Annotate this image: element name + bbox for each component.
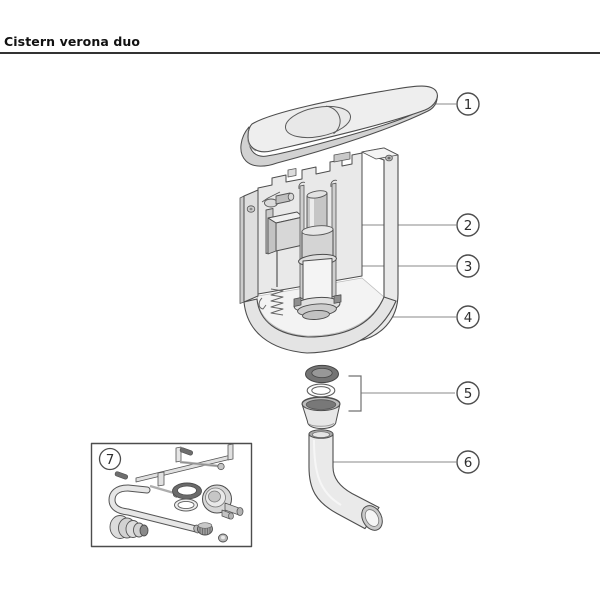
tank-left-wall-outer	[240, 196, 244, 304]
lid-left-edge-line	[247, 131, 256, 151]
flush-pipe-outlet	[358, 502, 387, 534]
bellows-ring-5	[140, 525, 148, 536]
o-ring-light-hole	[312, 387, 330, 395]
flush-valve-seat	[302, 310, 330, 321]
bellows-cone	[110, 516, 148, 539]
cone-seal-bottom-shade	[309, 423, 334, 426]
knurled-cap	[198, 523, 213, 535]
callout-number-5: 5	[464, 386, 473, 402]
supply-tube-body	[112, 488, 196, 529]
float-cup-side	[268, 218, 276, 254]
seal-ring-dark-hole	[312, 368, 332, 377]
flush-button-crescent	[326, 104, 342, 134]
callout-circle-4	[457, 306, 479, 328]
callout-number-7: 7	[106, 452, 115, 468]
wall-plug-left	[115, 471, 129, 480]
flush-valve	[294, 180, 341, 320]
wall-flange-port-1-cap	[237, 508, 243, 516]
knurled-cap-ribs	[200, 523, 210, 534]
callout-number-2: 2	[464, 218, 473, 234]
callout-circle-1	[457, 93, 479, 115]
cone-seal-inner	[306, 400, 336, 410]
rail-hook-left	[158, 472, 164, 486]
fitting-kit-box: 7	[92, 444, 252, 547]
callout-number-1: 1	[464, 97, 473, 113]
wall-flange-port-2-cap	[229, 513, 234, 519]
callout-circle-6	[457, 451, 479, 473]
kit-o-ring-dark-hole	[178, 486, 197, 495]
seal-kit	[302, 365, 361, 428]
kit-o-ring-light-hole	[178, 501, 194, 508]
fill-valve-arm	[276, 193, 290, 204]
wall-flange-hub	[209, 491, 221, 502]
wall-plug-right	[180, 447, 194, 456]
flush-valve-rail-right-hook	[331, 180, 337, 187]
callouts: 1 2 3 4 5 6	[457, 93, 479, 473]
flush-pipe-body	[309, 434, 379, 529]
lid-skirt	[241, 92, 437, 166]
flush-pipe-highlight	[314, 440, 341, 505]
flush-button	[283, 101, 353, 142]
float-cup-front	[276, 217, 303, 251]
screw-right-head	[218, 463, 224, 469]
rail-hook-right	[228, 444, 233, 460]
flush-valve-clip-left	[294, 298, 301, 307]
callout-circle-3	[457, 255, 479, 277]
overflow-tube-rim	[307, 189, 328, 199]
tank-front-band	[244, 297, 396, 353]
flush-pipe-top-hole	[312, 432, 329, 438]
tank-left-boss-hole	[249, 207, 253, 211]
screw-right-outline	[180, 462, 218, 466]
flush-pipe-outlet-hole	[362, 507, 381, 529]
callout-circle-7	[100, 449, 121, 470]
flush-pipe	[309, 430, 386, 534]
callout-number-6: 6	[464, 455, 473, 471]
fill-valve-lever	[262, 192, 280, 202]
flush-valve-clip-right	[334, 295, 341, 304]
fill-valve-arm-cap	[288, 193, 294, 200]
title-divider	[0, 52, 600, 54]
tank-top-tab-1	[288, 169, 296, 178]
fill-valve-hook	[259, 298, 266, 309]
tank-right-boss-hole	[387, 156, 391, 160]
seal-kit-bracket	[349, 376, 362, 411]
wall-flange	[203, 485, 244, 519]
small-nut-hole	[221, 535, 225, 540]
flush-valve-upper-top	[302, 225, 334, 237]
knurled-cap-top	[198, 523, 212, 529]
callout-number-3: 3	[464, 259, 473, 275]
callout-circle-2	[457, 214, 479, 236]
tank-top-tab-2	[334, 152, 350, 162]
callout-number-4: 4	[464, 310, 473, 326]
fill-valve	[259, 192, 303, 315]
callout-circle-5	[457, 382, 479, 404]
flush-button-oval	[283, 101, 353, 142]
page-title: Cistern verona duo	[4, 34, 141, 49]
flush-valve-lower-drum	[303, 259, 332, 304]
overflow-tube-highlight	[310, 196, 314, 233]
flush-valve-rail-left-hook	[299, 182, 305, 189]
tank-left-wall	[244, 190, 258, 302]
cistern-lid	[241, 86, 438, 166]
fill-valve-spring	[271, 289, 283, 315]
screw-left-shaft	[150, 486, 174, 493]
